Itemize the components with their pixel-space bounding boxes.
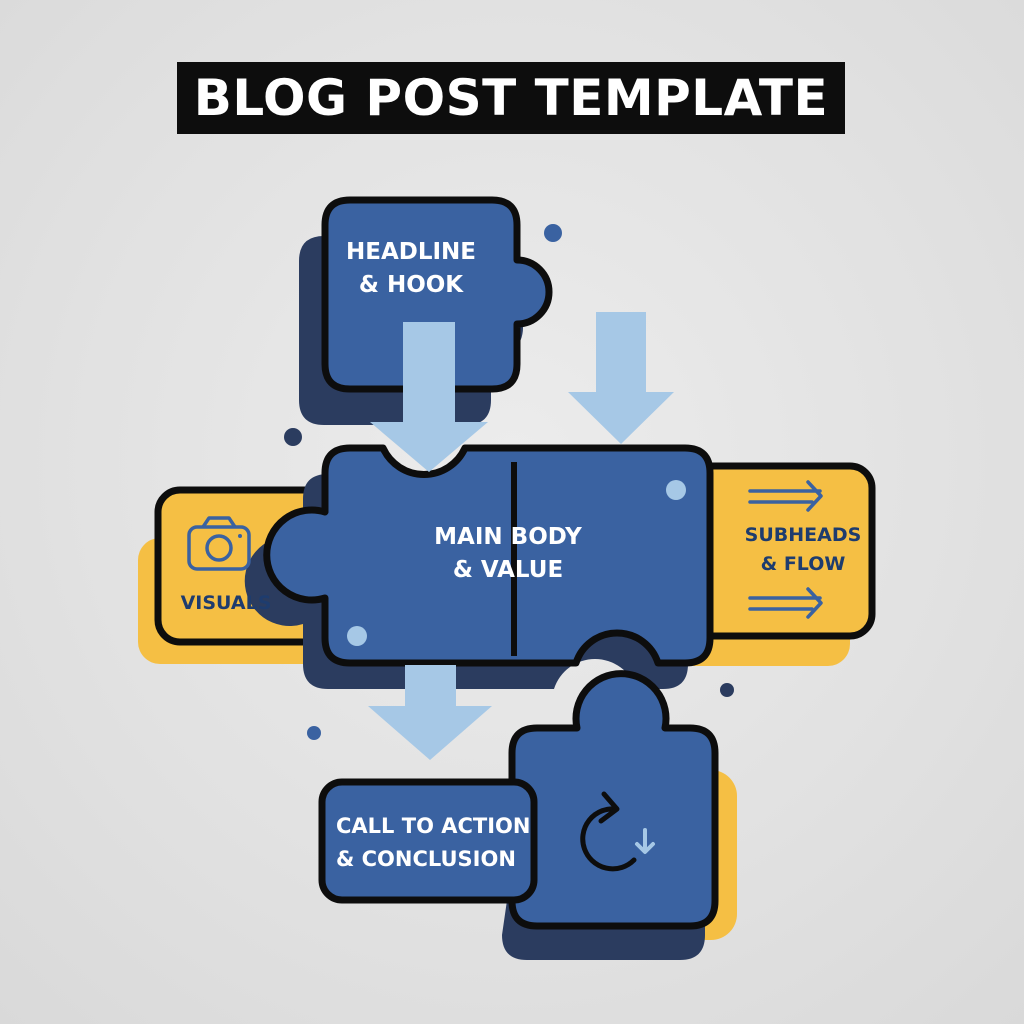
decor-dot bbox=[720, 683, 734, 697]
cta-label-line2: & CONCLUSION bbox=[336, 847, 516, 871]
page-title: BLOG POST TEMPLATE bbox=[193, 69, 829, 127]
headline-label-line2: & HOOK bbox=[358, 272, 464, 298]
decor-dot bbox=[544, 224, 562, 242]
headline-label: HEADLINE & HOOK bbox=[330, 236, 492, 302]
subheads-label-line2: & FLOW bbox=[760, 553, 846, 575]
main-body-piece bbox=[244, 444, 714, 689]
subheads-label-line1: SUBHEADS bbox=[744, 524, 862, 546]
camera-icon bbox=[187, 516, 251, 571]
subheads-label: SUBHEADS & FLOW bbox=[743, 521, 863, 579]
main-body-label: MAIN BODY & VALUE bbox=[408, 521, 608, 587]
refresh-icon bbox=[580, 791, 655, 872]
main-body-dot-bottom bbox=[347, 626, 367, 646]
main-body-label-line1: MAIN BODY bbox=[434, 524, 582, 550]
arrow-to-body-right bbox=[568, 312, 674, 444]
cta-piece bbox=[318, 670, 737, 960]
title-bar bbox=[177, 62, 845, 134]
main-body-dot-top bbox=[666, 480, 686, 500]
arrows-right-icon bbox=[748, 480, 823, 619]
cta-label: CALL TO ACTION & CONCLUSION bbox=[336, 810, 546, 876]
decor-dot bbox=[307, 726, 321, 740]
decor-dot bbox=[284, 428, 302, 446]
visuals-label: VISUALS bbox=[180, 592, 272, 614]
arrow-headline-to-body bbox=[370, 322, 488, 472]
cta-piece-body bbox=[508, 670, 719, 930]
arrow-body-to-cta bbox=[368, 665, 492, 760]
headline-label-line1: HEADLINE bbox=[345, 239, 477, 265]
headline-piece-shape bbox=[321, 196, 553, 393]
cta-label-line1: CALL TO ACTION bbox=[336, 814, 531, 838]
cta-piece-label-card bbox=[318, 778, 538, 904]
main-body-piece-shape bbox=[263, 444, 714, 667]
main-body-label-line2: & VALUE bbox=[452, 557, 564, 583]
